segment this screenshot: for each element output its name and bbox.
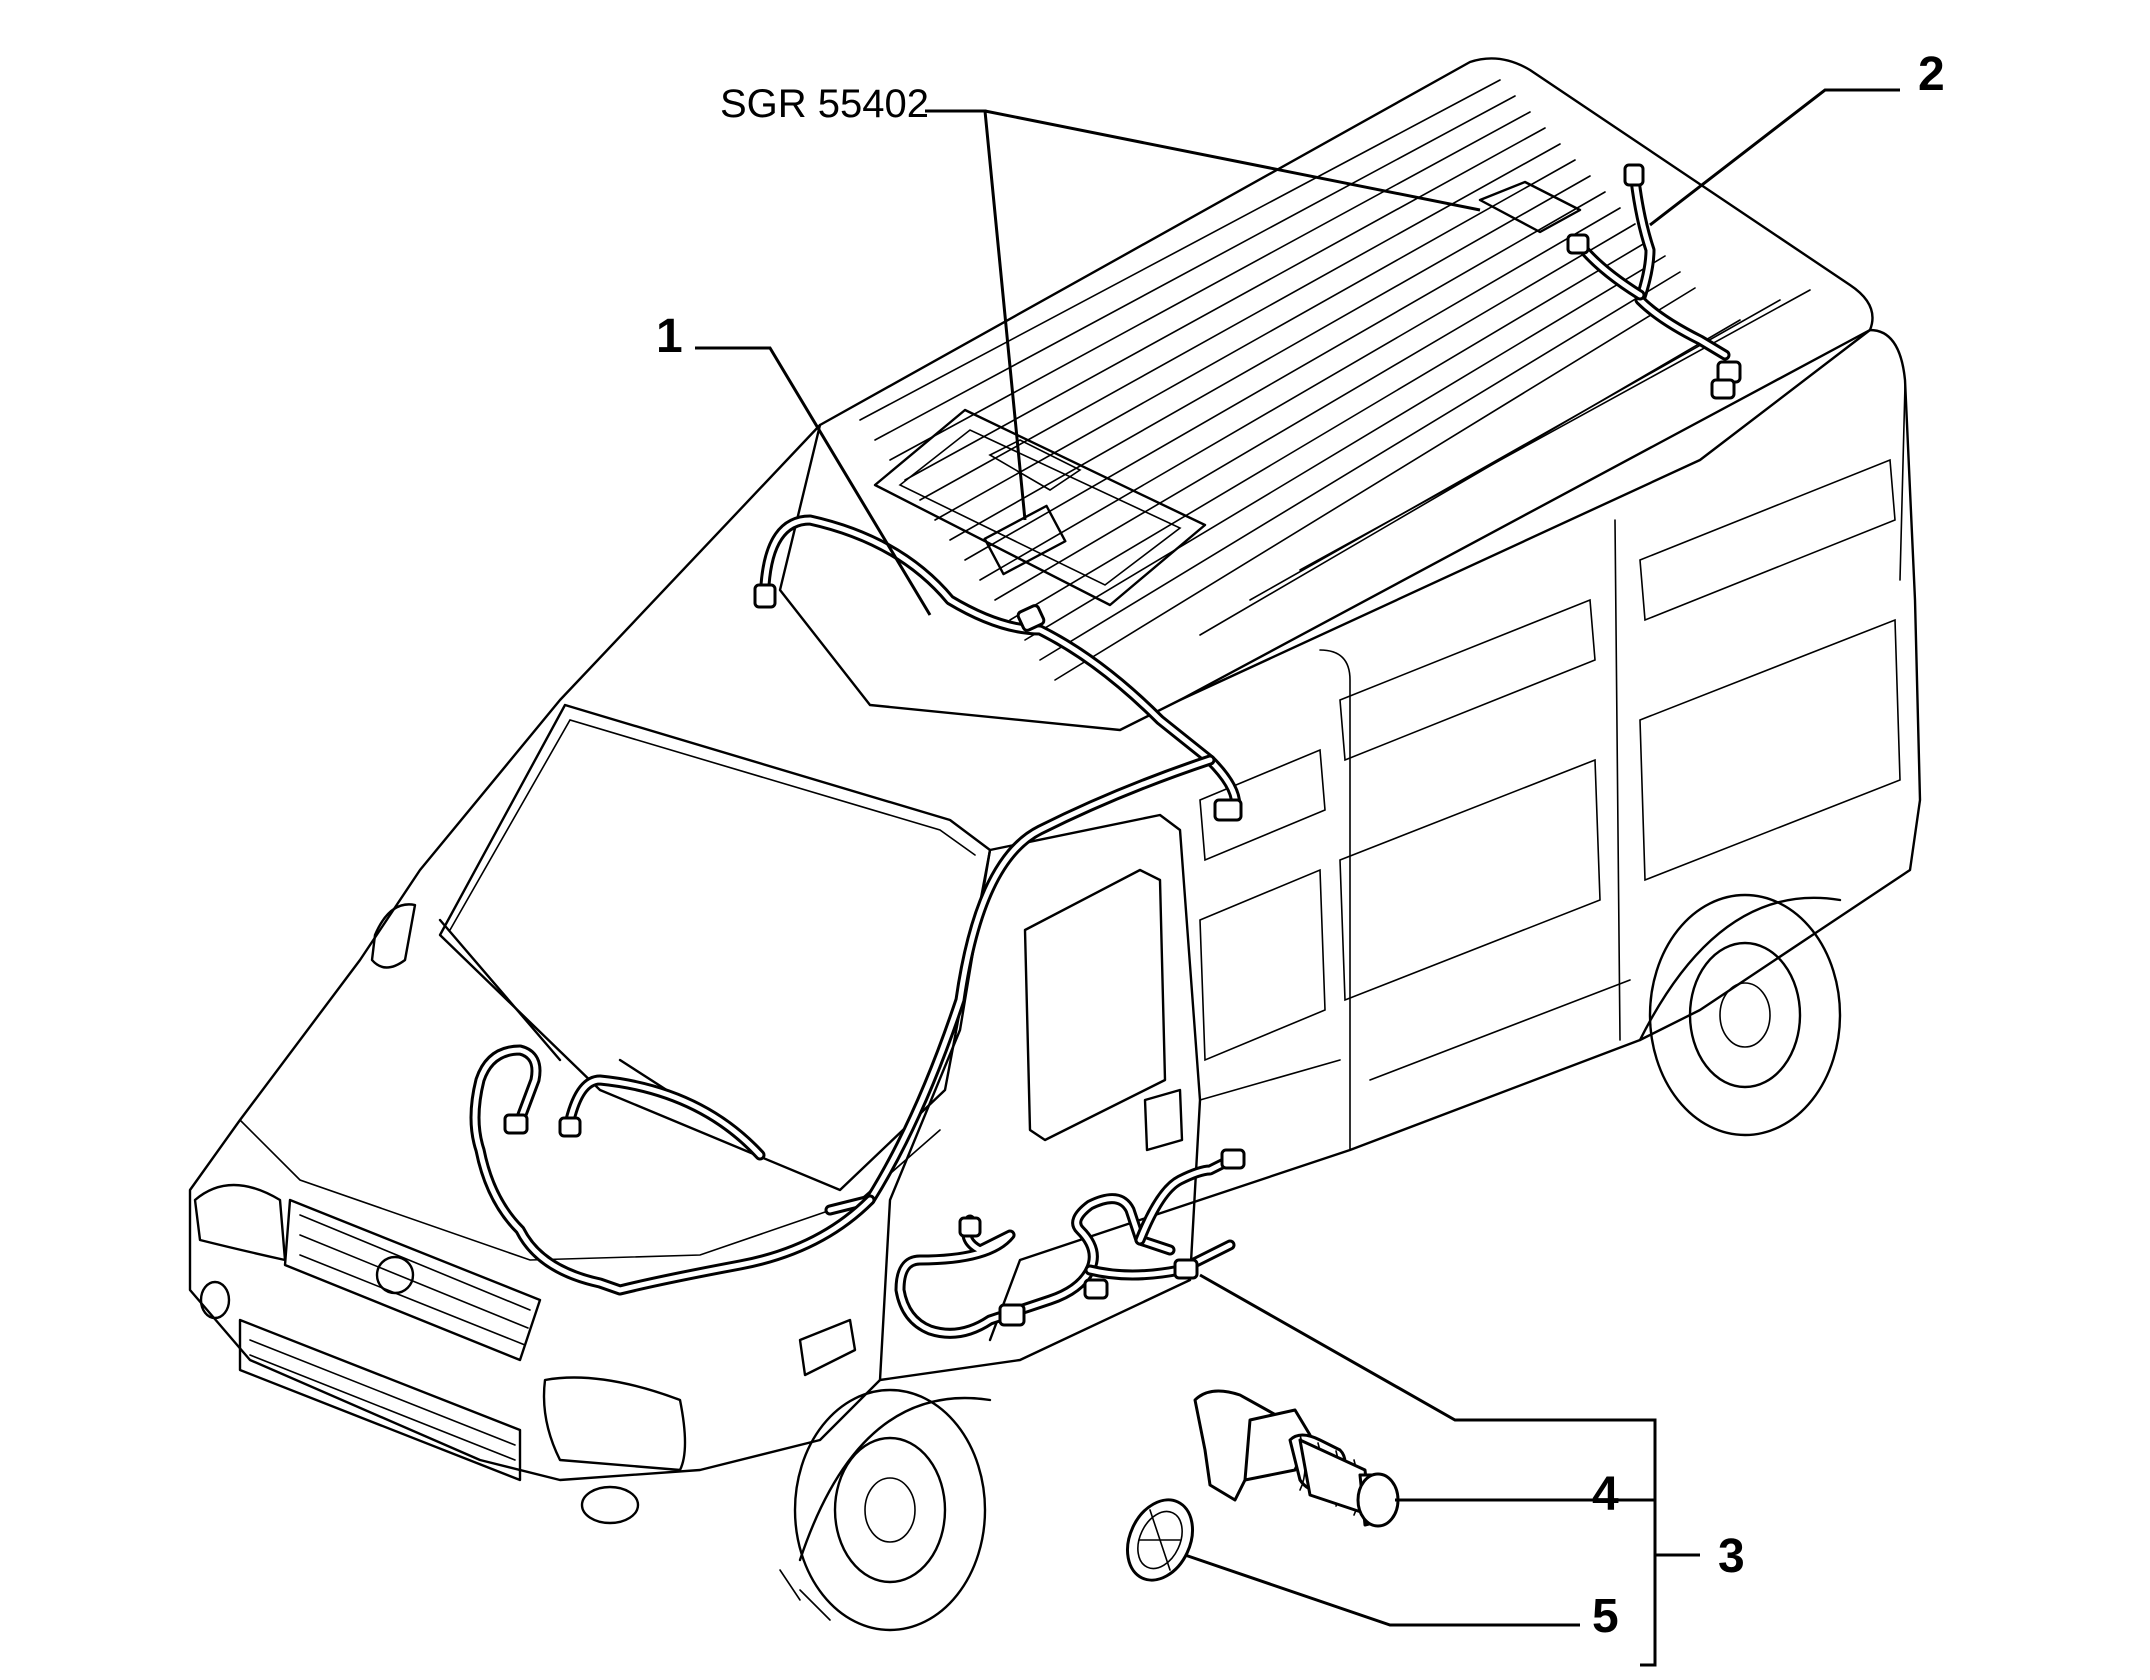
connector-3d: [1083, 1278, 1109, 1300]
harness-3-cab: [469, 1044, 1246, 1339]
leader-3-bracket: [1199, 1273, 1657, 1667]
front-wheel-arch: [798, 1396, 992, 1562]
harness-2-roof-rear: [1566, 163, 1742, 400]
front-wheel: [779, 1388, 987, 1632]
door-window: [1023, 868, 1167, 1142]
connector-2a: [1623, 163, 1645, 187]
callout-3: 3: [1718, 1530, 1745, 1583]
fog-light-right: [580, 1485, 640, 1525]
side-mirror: [370, 903, 417, 969]
connector-2b: [1566, 233, 1590, 255]
leader-5: [1184, 1553, 1580, 1627]
connector-1a: [753, 583, 777, 609]
callout-2: 2: [1918, 48, 1945, 101]
connector-3a: [503, 1113, 529, 1135]
connector-3e: [1220, 1148, 1246, 1170]
leader-ref-a: [925, 109, 1027, 521]
side-indicator: [798, 1318, 857, 1377]
callout-4: 4: [1592, 1468, 1619, 1521]
rear-wheel: [1648, 893, 1842, 1137]
roof-ribs: [859, 79, 1811, 681]
part-4-grommet-connector: [1193, 1389, 1400, 1528]
leader-1: [695, 346, 932, 616]
side-body-outline: [988, 328, 1922, 1342]
callout-1: 1: [656, 310, 683, 363]
connector-1c: [1213, 798, 1243, 822]
connector-1b: [1016, 604, 1046, 632]
callout-5: 5: [1592, 1590, 1619, 1643]
door-handle: [1143, 1088, 1184, 1152]
connector-3c: [998, 1303, 1026, 1327]
part-5-sealing-cap: [1126, 1498, 1194, 1582]
leader-2: [1649, 88, 1900, 227]
grille: [238, 1198, 542, 1482]
connector-2d: [1710, 378, 1736, 400]
rear-wheel-arch: [1638, 896, 1842, 1042]
headlight-left: [193, 1183, 287, 1262]
leader-ref-b: [984, 109, 1481, 212]
bonnet: [239, 1119, 941, 1261]
wiper-left: [438, 918, 562, 1062]
cab-front-outline: [188, 423, 882, 1482]
reference-label: SGR 55402: [720, 82, 929, 126]
rear-roof-box: [1478, 180, 1582, 234]
connector-3g: [958, 1216, 982, 1238]
harness-1-roof-front: [753, 514, 1243, 1216]
connector-3f: [1173, 1258, 1199, 1280]
leader-lines: [695, 88, 1900, 1667]
fog-light-left: [199, 1280, 231, 1320]
door-outline: [878, 813, 1202, 1382]
roof-outline: [778, 57, 1874, 732]
roof-hatch: [873, 408, 1207, 607]
headlight-right: [542, 1376, 687, 1472]
van-body: [188, 57, 1922, 1632]
side-panels: [1199, 384, 1906, 1151]
connector-3b: [558, 1116, 582, 1138]
